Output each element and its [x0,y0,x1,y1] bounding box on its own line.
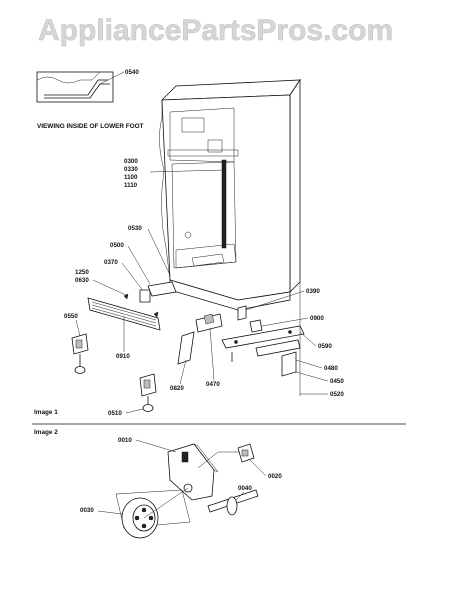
inset-foot-profile [44,79,108,96]
rail-hole-2 [288,330,292,334]
label-0300: 0300 [124,158,138,165]
caption-image2: Image 2 [34,429,58,436]
label-0540: 0540 [125,69,139,76]
foot-pad-left [74,366,86,374]
label-1100: 1100 [124,174,138,181]
hub-hole-3 [141,523,147,529]
label-0450: 0450 [330,378,344,385]
leader-0390 [245,290,305,311]
leveler-block [203,313,215,325]
foot-bracket-right [281,351,297,377]
label-0820: 0820 [170,385,184,392]
drain-pan [191,253,225,267]
watermark-text: AppliancePartsPros.com [38,14,393,47]
bracket-slot [181,451,189,463]
leader-0590 [299,331,317,347]
leader-0010 [135,439,177,453]
roller-shadow-plate [115,489,191,529]
label-0630: 0630 [75,277,89,284]
leader-0530 [147,228,171,276]
label-0030: 0030 [80,507,94,514]
foot-insert-left [75,339,83,349]
leader-1250 [92,279,129,297]
hub-hole-2 [148,515,154,521]
cabinet-left-edge [159,100,171,281]
label-0040: 0040 [238,485,252,492]
hinge-channel [221,159,227,249]
label-0900: 0900 [310,315,324,322]
label-0330: 0330 [124,166,138,173]
right-foot-assembly [231,339,301,377]
label-0010: 0010 [118,437,132,444]
leader-0030 [97,510,123,515]
leader-0370 [121,262,145,293]
axle-pin-head [226,496,238,516]
label-0550: 0550 [64,313,78,320]
leader-0480 [295,359,323,369]
hub-hole-1 [141,507,147,513]
foot-pad-center [142,404,154,412]
hub-hole-4 [134,515,140,521]
label-0530: 0530 [128,225,142,232]
label-0590: 0590 [318,343,332,350]
label-1110: 1110 [124,182,138,189]
foot-insert-center [143,379,151,389]
leader-0550 [75,319,81,337]
label-0500: 0500 [110,242,124,249]
caption-view-note: VIEWING INSIDE OF LOWER FOOT [37,123,144,130]
bracket-0370 [139,289,151,303]
center-foot-assembly [139,373,157,412]
rail-0590 [221,325,305,349]
grille-clip-right [153,311,159,318]
roller-bracket-edge [193,443,219,473]
leader-0450 [295,371,329,382]
leader-0470 [209,327,215,381]
control-panel [207,139,223,153]
label-0480: 0480 [324,365,338,372]
clip-0900 [249,319,263,333]
axle-centerline [143,487,189,519]
divider-mullion [167,149,239,157]
leader-0900 [261,317,309,327]
leader-0540 [99,71,125,85]
crisper-floor [175,243,237,269]
leader-0820 [179,359,187,385]
hinge-plate-0820 [177,331,195,365]
roller-bracket [167,443,215,501]
inset-foot-profile-inner [44,83,110,99]
label-0470: 0470 [206,381,220,388]
roller-clip-insert [241,449,249,457]
toe-grille [87,293,161,331]
label-0390: 0390 [306,288,320,295]
label-0520: 0520 [330,391,344,398]
cabinet-right-side [289,78,301,293]
grille-clip-left [123,293,129,300]
inset-frame [36,71,114,103]
label-0370: 0370 [104,259,118,266]
mounting-hole [184,231,192,239]
leader-0510 [125,408,144,414]
leader-0500 [127,245,151,285]
leader-0040 [235,491,245,501]
lower-foot-inset [36,71,125,103]
caption-image1: Image 1 [34,409,58,416]
rail-hole-1 [234,340,238,344]
leader-0020 [249,459,267,477]
bracket-0390 [237,305,247,321]
leader-0300-group [149,169,225,173]
inset-break-line [36,71,101,84]
label-0510: 0510 [108,410,122,417]
label-0020: 0020 [268,473,282,480]
vent-panel [181,117,205,133]
leveler-rail [147,281,177,297]
label-0910: 0910 [116,353,130,360]
roller-assembly [115,443,259,539]
left-foot-assembly [71,333,89,374]
refrigerator-cabinet [159,78,301,311]
label-1250: 1250 [75,269,89,276]
